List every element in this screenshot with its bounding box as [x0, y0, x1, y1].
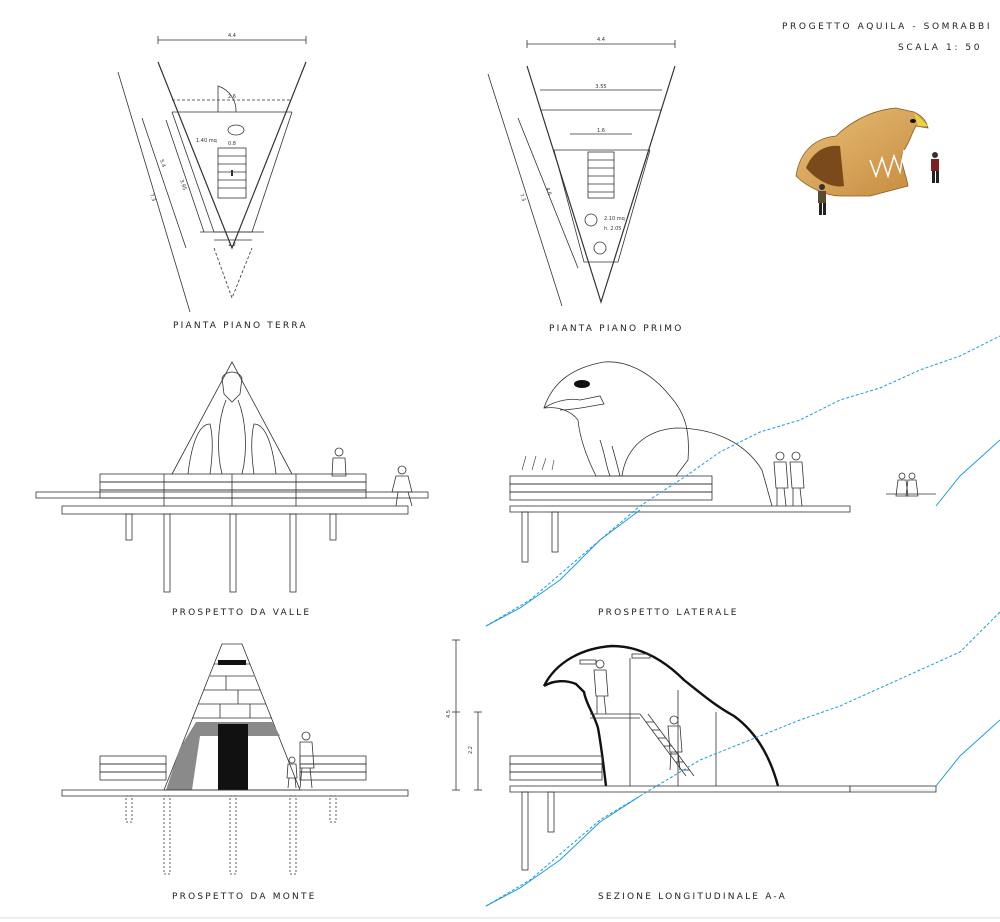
- svg-text:4.4: 4.4: [597, 37, 605, 43]
- eagle-eye-icon: [574, 380, 590, 388]
- valley-elevation: [35, 361, 429, 593]
- person-icon: [818, 184, 826, 215]
- svg-text:h. 2.05: h. 2.05: [604, 226, 621, 232]
- section-title: SEZIONE LONGITUDINALE A-A: [598, 892, 788, 902]
- svg-text:7.3: 7.3: [518, 193, 526, 202]
- mountain-elevation-title: PROSPETTO DA MONTE: [172, 892, 317, 902]
- eagle-3d-render: [795, 107, 939, 215]
- person-figure: [905, 472, 919, 497]
- terrain-slope-section: [485, 611, 1000, 907]
- person-figure: [391, 465, 413, 507]
- svg-text:4.5: 4.5: [446, 710, 452, 718]
- ground-area-label: 1.40 mq: [196, 138, 217, 144]
- person-figure: [667, 715, 683, 771]
- svg-text:3.55: 3.55: [595, 84, 606, 90]
- svg-text:1.2: 1.2: [228, 242, 236, 248]
- person-figure: [789, 451, 805, 507]
- dim-top-width: 4.4: [228, 33, 236, 39]
- svg-text:5.4: 5.4: [158, 159, 166, 168]
- terrain-slope: [485, 335, 1000, 627]
- person-figure: [286, 756, 298, 789]
- person-icon: [931, 152, 939, 183]
- first-floor-plan: 4.4 3.55 1.6 2.10 mq h. 2.05 7.3 4.6: [487, 37, 676, 307]
- svg-text:4.6: 4.6: [544, 187, 552, 196]
- side-elevation-title: PROSPETTO LATERALE: [598, 608, 739, 618]
- person-figure: [331, 447, 347, 477]
- window-slot: [218, 660, 246, 665]
- svg-text:1.6: 1.6: [597, 128, 605, 134]
- scale-label: SCALA 1: 50: [898, 43, 983, 53]
- project-title: PROGETTO AQUILA - SOMRABBI: [782, 22, 993, 32]
- first-area-label: 2.10 mq: [604, 216, 625, 222]
- valley-elevation-title: PROSPETTO DA VALLE: [172, 608, 312, 618]
- side-elevation: [509, 361, 936, 563]
- ground-floor-plan: 4.4 2.6 0.8 1.40 mq 1.2 7.3 5.4 3.95: [117, 33, 307, 313]
- longitudinal-section: 4.5 2.2: [446, 639, 937, 871]
- mountain-elevation: [61, 643, 409, 875]
- svg-text:3.95: 3.95: [178, 179, 187, 191]
- door-opening: [218, 724, 248, 790]
- person-figure: [593, 659, 609, 715]
- svg-text:7.3: 7.3: [148, 193, 156, 202]
- svg-text:0.8: 0.8: [228, 141, 236, 147]
- person-figure: [299, 731, 315, 789]
- ground-plan-title: PIANTA PIANO TERRA: [173, 321, 308, 331]
- first-plan-title: PIANTA PIANO PRIMO: [549, 324, 684, 334]
- svg-text:2.2: 2.2: [468, 746, 474, 754]
- person-figure: [773, 451, 789, 507]
